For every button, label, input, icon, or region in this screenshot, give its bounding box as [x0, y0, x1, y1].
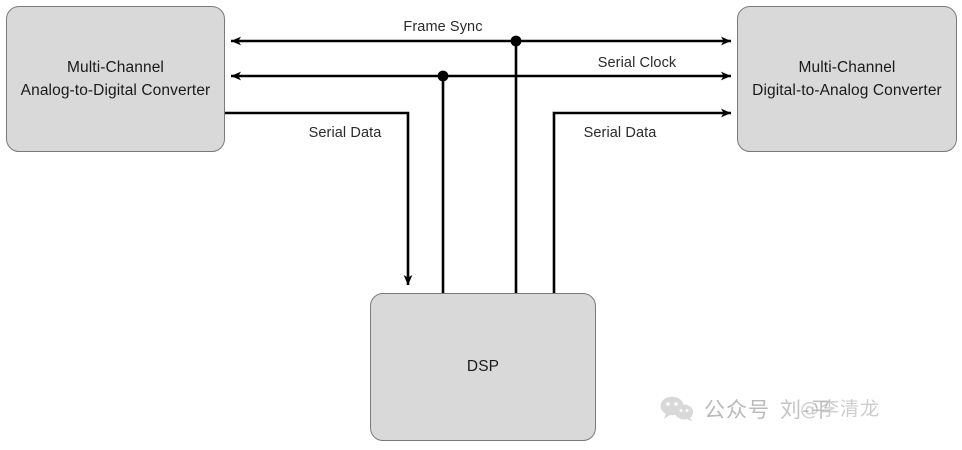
- edge-label-serial-data-left: Serial Data: [308, 125, 382, 141]
- node-dac[interactable]: Multi-Channel Digital-to-Analog Converte…: [737, 6, 957, 152]
- edge-label-serial-data-right: Serial Data: [583, 125, 657, 141]
- edge-label-frame-sync: Frame Sync: [403, 19, 483, 35]
- node-dac-line2: Digital-to-Analog Converter: [752, 82, 942, 99]
- node-dsp[interactable]: DSP: [370, 293, 596, 441]
- dac-serial-data-line: [552, 108, 731, 295]
- adc-serial-data-line: [225, 111, 413, 285]
- node-dac-line1: Multi-Channel: [798, 58, 896, 76]
- node-adc[interactable]: Multi-Channel Analog-to-Digital Converte…: [6, 6, 225, 152]
- node-adc-line2: Analog-to-Digital Converter: [20, 82, 211, 99]
- edge-label-serial-clock: Serial Clock: [597, 55, 677, 71]
- frame-sync-junction-dot: [510, 35, 522, 47]
- node-dsp-line1: DSP: [466, 358, 500, 376]
- serial-clock-junction-dot: [437, 70, 449, 82]
- node-adc-line1: Multi-Channel: [67, 58, 164, 76]
